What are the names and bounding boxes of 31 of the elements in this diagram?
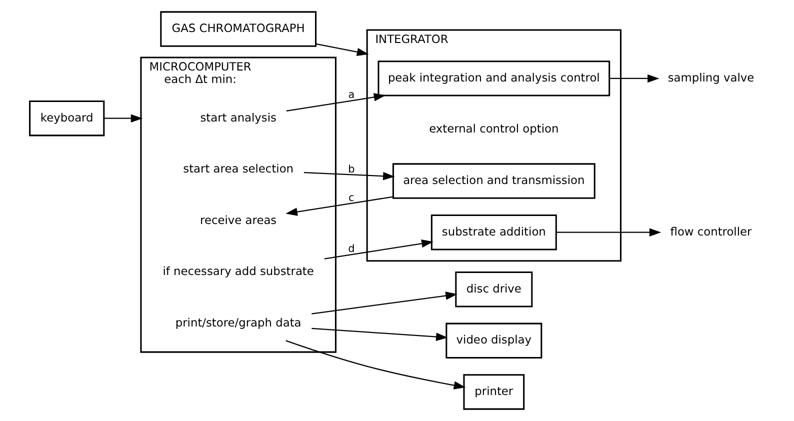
node-text: start analysis	[200, 110, 276, 124]
node-box: keyboard	[29, 100, 105, 136]
arrow	[324, 239, 434, 260]
arrow	[316, 43, 369, 56]
edge-label: c	[348, 192, 354, 204]
node-text: flow controller	[670, 224, 752, 238]
node-text: sampling valve	[668, 70, 754, 84]
node-text: start area selection	[183, 162, 294, 176]
edge-label: b	[348, 163, 355, 176]
node-label: external control option	[429, 122, 559, 136]
node-text: receive areas	[200, 212, 277, 227]
node-box: peak integration and analysis control	[378, 60, 610, 96]
node-box: video display	[446, 322, 542, 359]
arrow	[312, 328, 448, 341]
arrow	[556, 228, 662, 236]
node-box: GAS CHROMATOGRAPH	[160, 11, 317, 47]
edge-label: a	[348, 89, 355, 102]
edge-label: d	[348, 243, 355, 256]
arrow	[609, 74, 660, 83]
node-box: area selection and transmission	[392, 163, 596, 199]
node-box: printer	[463, 374, 525, 410]
node-text: if necessary add substrate	[162, 264, 314, 278]
node-text: print/store/graph data	[175, 316, 302, 330]
node-box: disc drive	[455, 272, 533, 308]
arrow	[312, 292, 458, 314]
arrow	[286, 93, 386, 112]
arrow	[304, 172, 395, 180]
arrow	[286, 196, 394, 216]
node-box: substrate addition	[430, 214, 557, 250]
arrow	[104, 114, 143, 122]
arrow	[286, 340, 466, 390]
